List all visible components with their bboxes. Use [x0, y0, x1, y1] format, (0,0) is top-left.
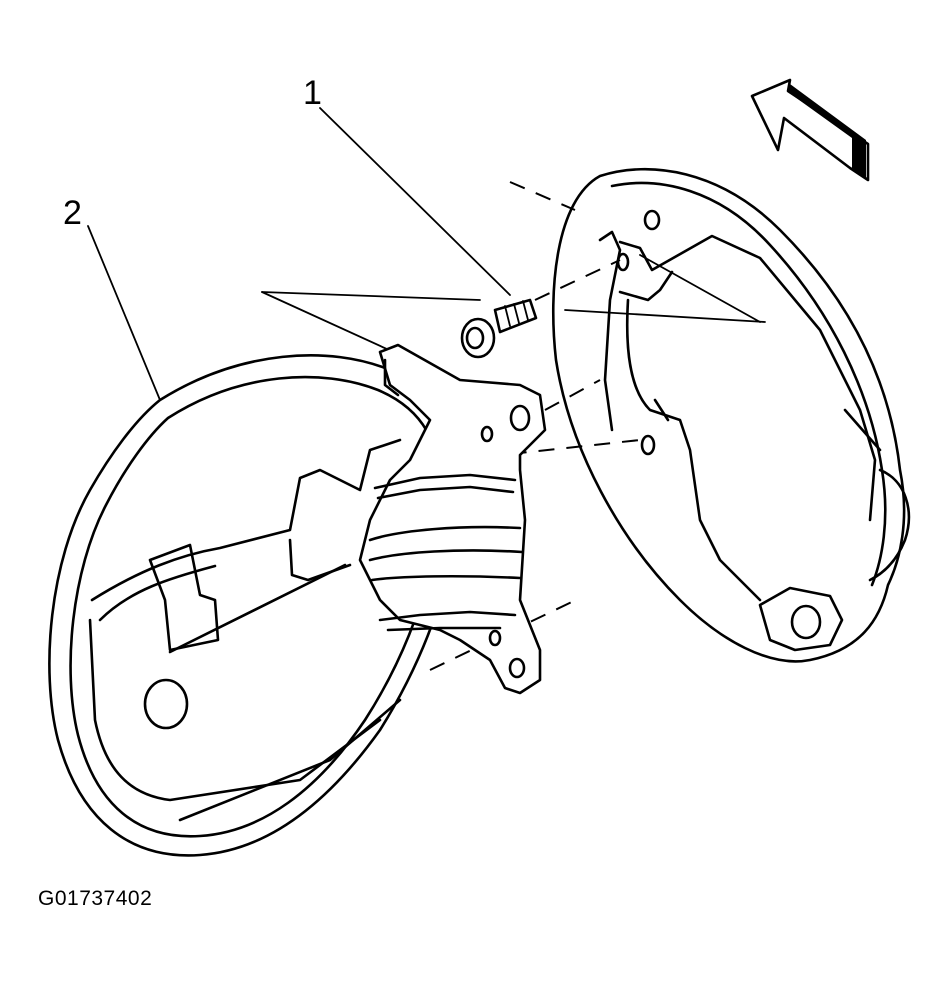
callout-1: 1	[303, 74, 322, 112]
fuel-filler-door	[48, 343, 547, 857]
fuel-door-housing	[551, 167, 911, 663]
figure-id: G01737402	[38, 887, 153, 910]
leader-lines	[87, 107, 766, 401]
callout-2: 2	[63, 194, 82, 232]
bolt-icon	[460, 298, 538, 359]
direction-arrow-icon	[750, 78, 870, 182]
